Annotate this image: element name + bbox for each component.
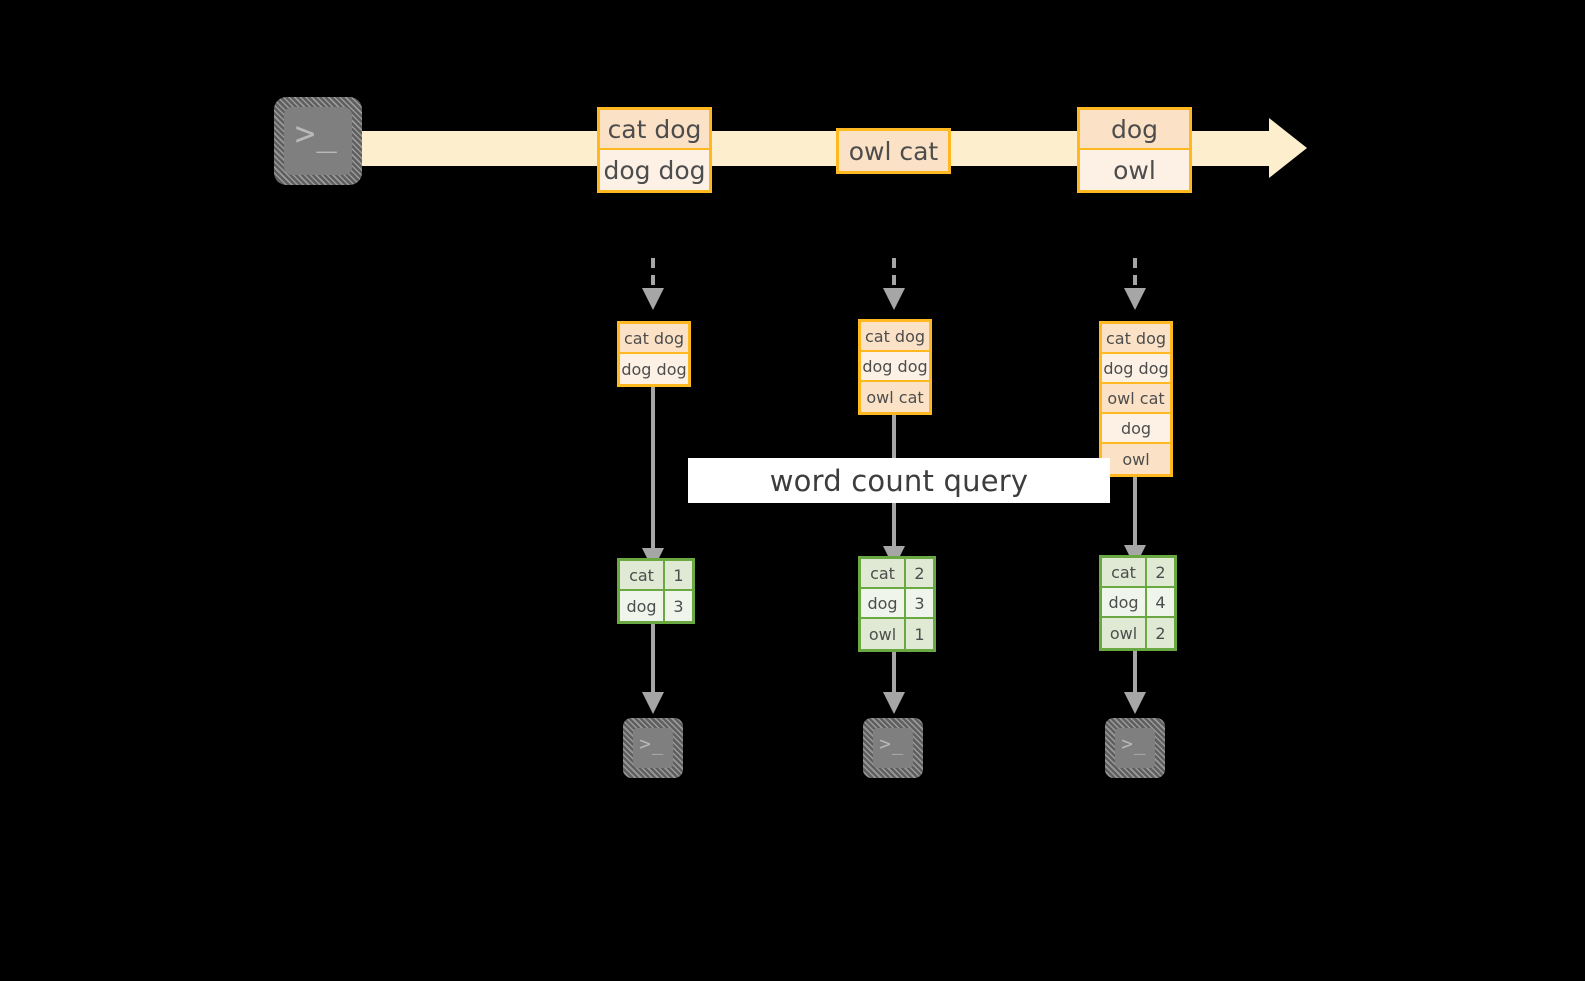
snapshot-1-output-arrowhead-icon — [642, 692, 664, 714]
result-word: owl — [1102, 618, 1147, 648]
stream-arrow-head-icon — [1269, 118, 1307, 178]
snapshot-2-ingest-connector — [892, 258, 896, 290]
stream-event-line: owl cat — [839, 131, 948, 171]
terminal-screen — [633, 728, 673, 768]
stream-event-line: dog — [1080, 110, 1189, 150]
result-word: dog — [1102, 588, 1147, 616]
snapshot-3-consumer-terminal-icon: >_ — [1105, 718, 1165, 778]
snapshot-3-ingest-arrowhead-icon — [1124, 288, 1146, 310]
result-row: owl 2 — [1102, 618, 1174, 648]
result-word: dog — [620, 591, 665, 621]
stream-event-3: dog owl — [1077, 107, 1192, 193]
snapshot-2-consumer-terminal-icon: >_ — [863, 718, 923, 778]
result-row: cat 2 — [1102, 558, 1174, 588]
record-row: cat dog — [620, 324, 688, 354]
snapshot-1-consumer-terminal-icon: >_ — [623, 718, 683, 778]
snapshot-3-output-connector — [1133, 649, 1137, 698]
record-row: owl — [1102, 444, 1170, 474]
snapshot-3-results: cat 2 dog 4 owl 2 — [1099, 555, 1177, 651]
result-word: dog — [861, 589, 906, 617]
query-label: word count query — [769, 463, 1029, 498]
snapshot-3-output-arrowhead-icon — [1124, 692, 1146, 714]
terminal-screen — [1115, 728, 1155, 768]
result-count: 2 — [1147, 618, 1174, 648]
result-count: 4 — [1147, 588, 1174, 616]
result-word: cat — [1102, 558, 1147, 586]
result-row: cat 1 — [620, 561, 692, 591]
producer-terminal-icon: >_ — [274, 97, 362, 185]
snapshot-3-records: cat dog dog dog owl cat dog owl — [1099, 321, 1173, 477]
snapshot-3-query-connector — [1133, 472, 1137, 550]
terminal-prompt-label: >_ — [639, 732, 665, 755]
terminal-screen — [284, 107, 352, 175]
result-count: 2 — [1147, 558, 1174, 586]
record-row: dog dog — [1102, 354, 1170, 384]
record-row: dog — [1102, 414, 1170, 444]
snapshot-2-results: cat 2 dog 3 owl 1 — [858, 556, 936, 652]
result-word: cat — [620, 561, 665, 589]
snapshot-1-ingest-connector — [651, 258, 655, 290]
snapshot-1-output-connector — [651, 620, 655, 698]
result-count: 1 — [906, 619, 933, 649]
result-count: 3 — [665, 591, 692, 621]
result-row: dog 3 — [861, 589, 933, 619]
snapshot-1-records: cat dog dog dog — [617, 321, 691, 387]
terminal-screen — [873, 728, 913, 768]
snapshot-2-records: cat dog dog dog owl cat — [858, 319, 932, 415]
snapshot-3-ingest-connector — [1133, 258, 1137, 290]
snapshot-2-output-arrowhead-icon — [883, 692, 905, 714]
result-word: owl — [861, 619, 906, 649]
snapshot-1-query-connector — [651, 382, 655, 554]
result-word: cat — [861, 559, 906, 587]
snapshot-2-ingest-arrowhead-icon — [883, 288, 905, 310]
result-count: 3 — [906, 589, 933, 617]
snapshot-1-results: cat 1 dog 3 — [617, 558, 695, 624]
result-count: 1 — [665, 561, 692, 589]
record-row: dog dog — [861, 352, 929, 382]
terminal-prompt-label: >_ — [1121, 732, 1147, 755]
terminal-prompt-label: >_ — [294, 113, 338, 154]
stream-event-line: dog dog — [600, 150, 709, 190]
result-count: 2 — [906, 559, 933, 587]
stream-event-line: owl — [1080, 150, 1189, 190]
query-label-band: word count query — [688, 458, 1110, 503]
result-row: owl 1 — [861, 619, 933, 649]
snapshot-2-output-connector — [892, 650, 896, 698]
stream-event-line: cat dog — [600, 110, 709, 150]
record-row: owl cat — [1102, 384, 1170, 414]
terminal-prompt-label: >_ — [879, 732, 905, 755]
record-row: cat dog — [1102, 324, 1170, 354]
stream-event-1: cat dog dog dog — [597, 107, 712, 193]
record-row: owl cat — [861, 382, 929, 412]
snapshot-1-ingest-arrowhead-icon — [642, 288, 664, 310]
record-row: cat dog — [861, 322, 929, 352]
result-row: cat 2 — [861, 559, 933, 589]
result-row: dog 3 — [620, 591, 692, 621]
record-row: dog dog — [620, 354, 688, 384]
stream-event-2: owl cat — [836, 128, 951, 174]
result-row: dog 4 — [1102, 588, 1174, 618]
